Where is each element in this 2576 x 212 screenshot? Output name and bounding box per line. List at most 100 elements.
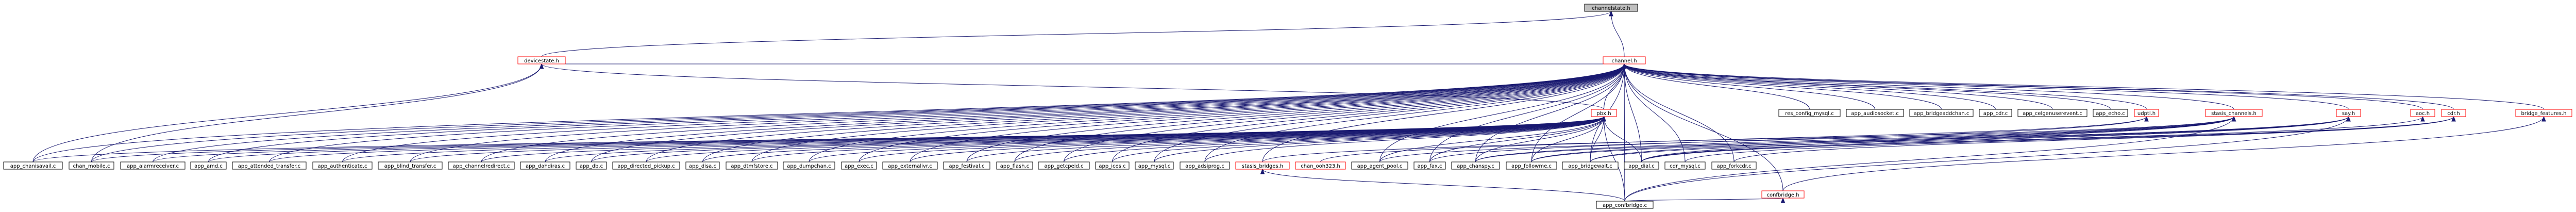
graph-node-app-externalivr[interactable]: app_externalivr.c (882, 161, 938, 170)
graph-node-app-ices[interactable]: app_ices.c (1095, 161, 1130, 170)
node-label: app_dahdiras.c (526, 164, 565, 169)
graph-node-app-followme[interactable]: app_followme.c (1506, 161, 1557, 170)
graph-node-bridge-features[interactable]: bridge_features.h (2515, 109, 2572, 117)
node-label: res_config_mysql.c (1785, 111, 1834, 117)
dependency-edge (1622, 63, 2544, 110)
graph-node-app-channelredirect[interactable]: app_channelredirect.c (448, 161, 515, 170)
dependency-edge (1622, 63, 1686, 162)
graph-node-stasis-bridges[interactable]: stasis_bridges.h (1235, 161, 1290, 170)
dependency-edge (1602, 116, 1625, 202)
graph-node-app-directed-pickup[interactable]: app_directed_pickup.c (612, 161, 680, 170)
node-label: app_bridgeaddchan.c (1914, 111, 1969, 117)
graph-node-app-dahdiras[interactable]: app_dahdiras.c (520, 161, 570, 170)
node-label: app_confbridge.c (1603, 203, 1647, 208)
dependency-edge (1622, 63, 2349, 110)
node-label: app_festival.c (949, 164, 985, 169)
graph-node-chan-ooh323[interactable]: chan_ooh323.h (1295, 161, 1346, 170)
graph-node-app-bridgewait[interactable]: app_bridgewait.c (1562, 161, 1619, 170)
node-label: stasis_bridges.h (1242, 164, 1283, 169)
graph-node-app-dumpchan[interactable]: app_dumpchan.c (783, 161, 835, 170)
graph-node-app-confbridge[interactable]: app_confbridge.c (1596, 201, 1654, 209)
node-label: app_amd.c (194, 164, 223, 169)
graph-node-confbridge[interactable]: confbridge.h (1761, 190, 1805, 199)
dependency-edge (541, 10, 1613, 57)
graph-node-pbx[interactable]: pbx.h (1591, 109, 1617, 117)
node-label: pbx.h (1596, 111, 1611, 117)
dependency-edge (1622, 63, 2423, 110)
graph-node-app-audiosocket[interactable]: app_audiosocket.c (1846, 109, 1904, 117)
node-label: app_cdr.c (1983, 111, 2008, 117)
node-label: app_directed_pickup.c (617, 164, 675, 169)
graph-node-app-echo[interactable]: app_echo.c (2093, 109, 2128, 117)
node-label: app_channelredirect.c (453, 164, 510, 169)
node-label: app_dumpchan.c (787, 164, 831, 169)
node-label: app_externalivr.c (888, 164, 932, 169)
graph-node-app-mysql[interactable]: app_mysql.c (1135, 161, 1174, 170)
dependency-edge (1622, 63, 2147, 110)
dependency-edge (1624, 197, 1786, 203)
dependency-edge (1609, 10, 1625, 57)
graph-node-app-getcpeid[interactable]: app_getcpeid.c (1038, 161, 1090, 170)
graph-node-cdr[interactable]: cdr.h (2441, 109, 2466, 117)
graph-node-app-alarmreceiver[interactable]: app_alarmreceiver.c (120, 161, 186, 170)
graph-node-app-dtmfstore[interactable]: app_dtmfstore.c (726, 161, 778, 170)
dependency-edge (481, 116, 1606, 162)
graph-node-app-amd[interactable]: app_amd.c (190, 161, 227, 170)
node-label: cdr.h (2447, 111, 2460, 117)
node-label: app_blind_transfer.c (384, 164, 436, 169)
graph-node-app-adsiprog[interactable]: app_adsiprog.c (1180, 161, 1230, 170)
graph-node-chan-mobile[interactable]: chan_mobile.c (69, 161, 114, 170)
node-label: app_chanisavail.c (10, 164, 56, 169)
graph-node-app-dial[interactable]: app_dial.c (1624, 161, 1659, 170)
graph-node-cdr-mysql[interactable]: cdr_mysql.c (1664, 161, 1706, 170)
node-label: app_disa.c (689, 164, 716, 169)
graph-node-app-celgenuserevent[interactable]: app_celgenuserevent.c (2017, 109, 2087, 117)
dependency-edge (1733, 116, 2456, 162)
node-label: app_echo.c (2096, 111, 2125, 117)
dependency-edge (1260, 168, 1625, 202)
graph-node-devicestate[interactable]: devicestate.h (517, 56, 566, 64)
graph-node-stasis-channels[interactable]: stasis_channels.h (2205, 109, 2263, 117)
node-label: app_flash.c (1000, 164, 1029, 169)
graph-node-udptl[interactable]: udptl.h (2134, 109, 2159, 117)
graph-node-say[interactable]: say.h (2336, 109, 2361, 117)
graph-node-app-exec[interactable]: app_exec.c (841, 161, 877, 170)
node-label: app_agent_pool.c (1357, 164, 1403, 169)
dependency-edge (539, 63, 1604, 110)
graph-node-app-cdr[interactable]: app_cdr.c (1979, 109, 2012, 117)
graph-node-app-blind-transfer[interactable]: app_blind_transfer.c (378, 161, 443, 170)
graph-node-channel[interactable]: channel.h (1603, 56, 1646, 64)
graph-node-app-chanisavail[interactable]: app_chanisavail.c (3, 161, 63, 170)
dependency-edge (1782, 116, 2546, 191)
graph-node-app-forkcdr[interactable]: app_forkcdr.c (1711, 161, 1757, 170)
graph-node-app-agent-pool[interactable]: app_agent_pool.c (1351, 161, 1408, 170)
graph-node-aoc[interactable]: aoc.h (2410, 109, 2435, 117)
node-label: app_adsiprog.c (1185, 164, 1224, 169)
graph-node-app-disa[interactable]: app_disa.c (685, 161, 720, 170)
graph-node-app-db[interactable]: app_db.c (576, 161, 607, 170)
graph-node-app-flash[interactable]: app_flash.c (996, 161, 1033, 170)
graph-node-app-bridgeaddchan[interactable]: app_bridgeaddchan.c (1909, 109, 1974, 117)
graph-node-app-chanspy[interactable]: app_chanspy.c (1451, 161, 1500, 170)
node-label: app_attended_transfer.c (238, 164, 300, 169)
graph-node-app-attended-transfer[interactable]: app_attended_transfer.c (232, 161, 307, 170)
node-label: channel.h (1611, 58, 1637, 64)
dependency-edge (1622, 63, 1942, 110)
node-label: app_alarmreceiver.c (127, 164, 179, 169)
dependency-edge (1622, 63, 1627, 202)
node-label: app_mysql.c (1138, 164, 1171, 169)
dependency-edge (809, 63, 1627, 162)
node-label: app_getcpeid.c (1044, 164, 1083, 169)
dependency-edge (1429, 116, 2149, 162)
dependency-edge (1622, 63, 2234, 110)
graph-node-app-authenticate[interactable]: app_authenticate.c (312, 161, 373, 170)
graph-node-res-config-mysql[interactable]: res_config_mysql.c (1778, 109, 1841, 117)
graph-node-channelstate: channelstate.h (1584, 4, 1638, 12)
node-label: udptl.h (2137, 111, 2156, 117)
dependency-edge (1622, 63, 1996, 110)
graph-node-app-festival[interactable]: app_festival.c (943, 161, 990, 170)
graph-node-app-fax[interactable]: app_fax.c (1413, 161, 1446, 170)
node-label: app_dial.c (1628, 164, 1655, 169)
node-label: stasis_channels.h (2211, 111, 2257, 117)
